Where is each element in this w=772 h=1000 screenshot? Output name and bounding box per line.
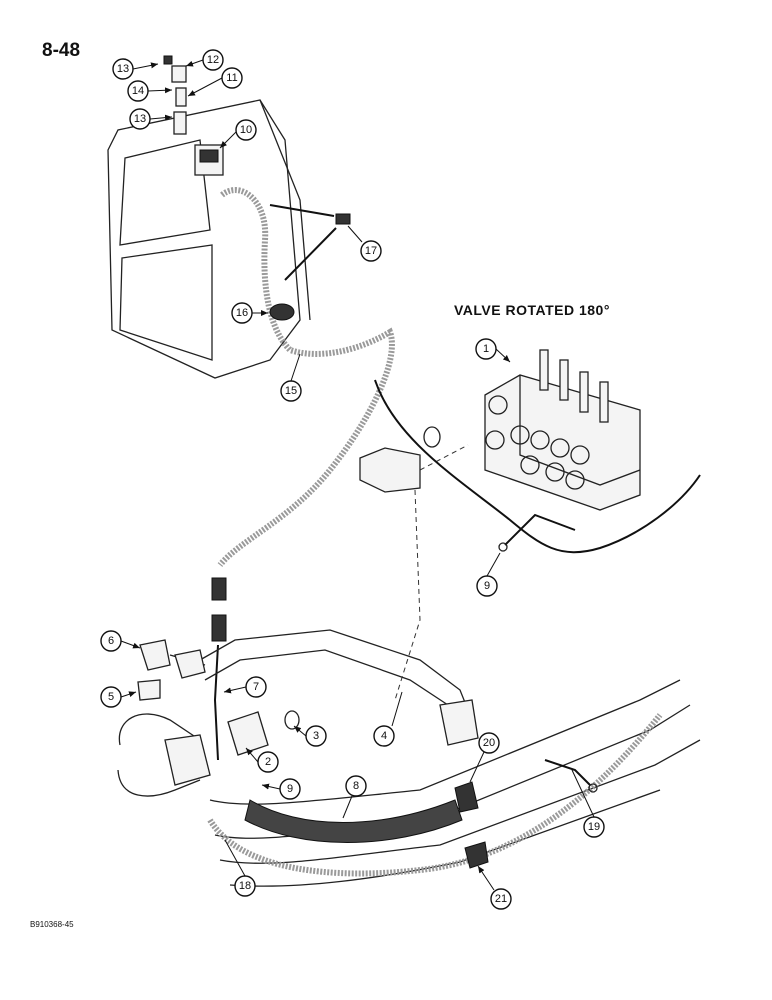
svg-text:15: 15 [285, 385, 297, 397]
svg-text:2: 2 [265, 756, 271, 768]
callout-21: 21 [477, 865, 512, 910]
svg-text:21: 21 [495, 893, 507, 905]
callout-12: 12 [185, 49, 224, 71]
svg-text:14: 14 [132, 85, 144, 97]
svg-text:18: 18 [239, 880, 251, 892]
svg-text:19: 19 [588, 821, 600, 833]
callout-4: 4 [373, 691, 403, 747]
callout-3: 3 [293, 725, 327, 747]
ground-wire [374, 379, 701, 554]
svg-text:3: 3 [313, 730, 319, 742]
svg-text:13: 13 [134, 113, 146, 125]
callout-7: 7 [223, 676, 267, 698]
harness-connector [211, 577, 227, 761]
svg-text:5: 5 [108, 691, 114, 703]
clip-17 [335, 213, 351, 225]
callout-10: 10 [219, 119, 257, 149]
callout-9-upper: 9 [476, 552, 501, 597]
ground-lead-9 [504, 513, 576, 546]
svg-text:9: 9 [287, 783, 293, 795]
o-ring [423, 426, 441, 448]
callout-16: 16 [231, 302, 268, 324]
callout-20: 20 [469, 732, 500, 783]
o-ring-3 [284, 710, 300, 730]
callout-1: 1 [475, 338, 511, 363]
harness-18 [207, 713, 663, 877]
callout-17: 17 [347, 225, 382, 262]
svg-text:4: 4 [381, 730, 387, 742]
callout-18: 18 [224, 839, 256, 897]
svg-text:1: 1 [483, 343, 489, 355]
tube-4 [199, 629, 479, 746]
svg-text:11: 11 [226, 72, 237, 84]
callout-13-mid: 13 [129, 108, 173, 130]
switch-assembly [163, 55, 224, 176]
callout-2: 2 [245, 747, 279, 773]
svg-text:17: 17 [365, 245, 377, 257]
callout-5: 5 [100, 686, 137, 708]
page-number: 8-48 [42, 40, 81, 61]
svg-text:9: 9 [484, 580, 490, 592]
fitting-2 [227, 711, 269, 756]
svg-text:10: 10 [240, 124, 252, 136]
callout-13-top: 13 [112, 58, 159, 80]
grommet-16 [269, 303, 295, 321]
control-valve-1 [484, 349, 641, 511]
console-housing [107, 99, 311, 379]
figure-id: B910368-45 [30, 920, 74, 929]
callout-9-lower: 9 [261, 778, 301, 800]
svg-text:6: 6 [108, 635, 114, 647]
svg-text:7: 7 [253, 681, 259, 693]
svg-text:12: 12 [207, 54, 219, 66]
svg-text:8: 8 [353, 780, 359, 792]
svg-text:20: 20 [483, 737, 495, 749]
valve-line [359, 444, 469, 701]
callout-8: 8 [342, 775, 367, 819]
callout-14: 14 [127, 80, 173, 102]
valve-rotated-note: VALVE ROTATED 180° [454, 302, 610, 318]
svg-text:16: 16 [236, 307, 248, 319]
harness-15 [217, 187, 395, 567]
callout-19: 19 [571, 769, 605, 838]
callout-15: 15 [280, 353, 302, 402]
callout-11: 11 [187, 67, 243, 97]
clamp-21 [464, 841, 489, 869]
ground-19 [544, 759, 591, 786]
callout-6: 6 [100, 630, 141, 652]
strap-20 [454, 781, 479, 813]
fittings-left [117, 639, 211, 797]
svg-text:13: 13 [117, 63, 129, 75]
sleeve-8 [244, 799, 463, 843]
